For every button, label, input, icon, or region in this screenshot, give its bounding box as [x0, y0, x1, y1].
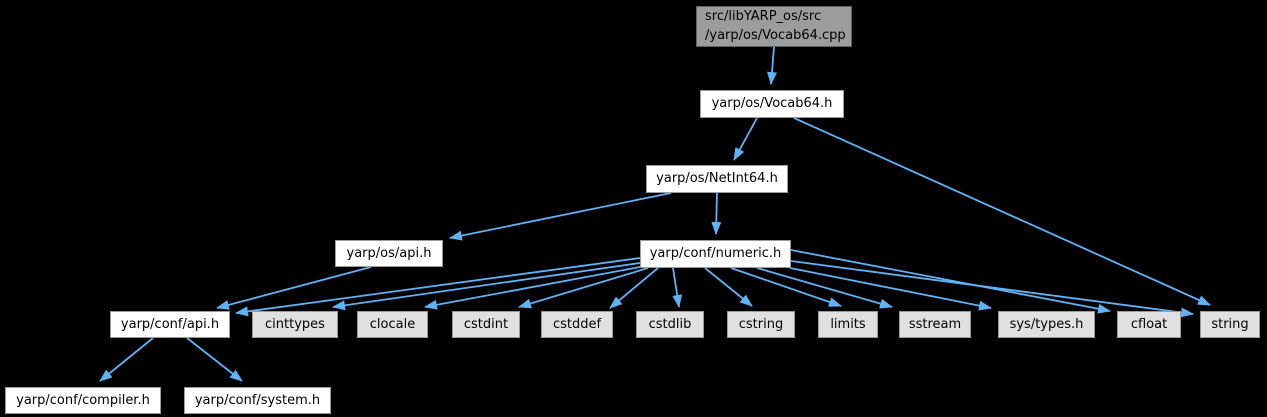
graph-node-label: cstring	[738, 316, 784, 332]
graph-node-label: yarp/conf/api.h	[120, 316, 220, 332]
graph-node-vocab64-h[interactable]: yarp/os/Vocab64.h	[700, 90, 844, 118]
graph-node-label: cstdlib	[648, 316, 692, 332]
graph-node-netint64-h[interactable]: yarp/os/NetInt64.h	[646, 165, 788, 193]
graph-edge-vocab64-h-to-string	[793, 117, 1211, 306]
graph-edge-conf-api-h-to-conf-system-h	[186, 337, 243, 382]
graph-node-cfloat: cfloat	[1117, 311, 1181, 338]
graph-node-label: string	[1211, 316, 1249, 332]
graph-edge-vocab64-cpp-to-vocab64-h	[766, 46, 777, 85]
graph-node-label: clocale	[369, 316, 416, 332]
graph-node-cstddef: cstddef	[541, 311, 613, 338]
graph-node-sys-types-h: sys/types.h	[998, 311, 1095, 338]
graph-node-label: cinttypes	[265, 316, 325, 332]
graph-edge-numeric-h-to-conf-api-h	[235, 257, 641, 317]
graph-edge-numeric-h-to-cinttypes	[332, 262, 641, 311]
graph-edge-numeric-h-to-clocale	[424, 266, 641, 310]
graph-node-label: yarp/os/Vocab64.h	[711, 96, 833, 112]
graph-edge-vocab64-h-to-netint64-h	[733, 117, 758, 161]
graph-node-clocale: clocale	[357, 311, 428, 338]
graph-node-vocab64-cpp: src/libYARP_os/src /yarp/os/Vocab64.cpp	[696, 6, 852, 47]
graph-node-cstdint: cstdint	[452, 311, 520, 338]
graph-node-conf-system-h[interactable]: yarp/conf/system.h	[184, 387, 331, 414]
graph-edge-numeric-h-to-cstdint	[518, 267, 649, 309]
graph-node-sstream: sstream	[899, 311, 971, 338]
graph-edge-netint64-h-to-numeric-h	[711, 192, 722, 235]
graph-edge-numeric-h-to-cfloat	[790, 249, 1111, 314]
graph-node-label: yarp/conf/numeric.h	[649, 246, 782, 262]
graph-node-cstdlib: cstdlib	[636, 311, 704, 338]
graph-node-label: sys/types.h	[1009, 316, 1084, 332]
graph-node-label: yarp/conf/system.h	[194, 392, 321, 408]
graph-node-label: cstdint	[463, 316, 509, 332]
graph-node-label: src/libYARP_os/src /yarp/os/Vocab64.cpp	[705, 8, 846, 43]
graph-node-limits: limits	[818, 311, 878, 338]
graph-edge-numeric-h-to-cstring	[704, 267, 753, 307]
graph-node-cinttypes: cinttypes	[252, 311, 338, 338]
graph-node-label: cfloat	[1130, 316, 1168, 332]
graph-edge-numeric-h-to-cstddef	[609, 267, 659, 309]
graph-node-label: cstddef	[552, 316, 602, 332]
graph-node-label: yarp/conf/compiler.h	[16, 392, 150, 408]
graph-edge-numeric-h-to-limits	[730, 267, 842, 307]
graph-edge-numeric-h-to-sys-types-h	[789, 267, 992, 311]
graph-node-label: limits	[830, 316, 866, 332]
graph-node-cstring: cstring	[727, 311, 795, 338]
graph-edge-conf-api-h-to-conf-compiler-h	[99, 337, 154, 382]
graph-node-label: yarp/os/api.h	[346, 245, 432, 261]
graph-node-conf-api-h[interactable]: yarp/conf/api.h	[110, 311, 230, 338]
graph-node-label: yarp/os/NetInt64.h	[656, 171, 778, 187]
graph-node-os-api-h[interactable]: yarp/os/api.h	[335, 240, 443, 267]
graph-edge-numeric-h-to-sstream	[756, 267, 893, 309]
graph-node-label: sstream	[908, 316, 962, 332]
graph-node-string: string	[1200, 311, 1260, 338]
graph-edge-group	[99, 46, 1211, 382]
graph-node-numeric-h[interactable]: yarp/conf/numeric.h	[640, 240, 791, 268]
graph-edge-numeric-h-to-string	[790, 260, 1194, 318]
graph-edge-netint64-h-to-os-api-h	[449, 192, 672, 241]
graph-edge-numeric-h-to-cstdlib	[672, 267, 683, 308]
graph-edge-os-api-h-to-conf-api-h	[216, 266, 372, 310]
graph-node-conf-compiler-h[interactable]: yarp/conf/compiler.h	[5, 387, 161, 414]
